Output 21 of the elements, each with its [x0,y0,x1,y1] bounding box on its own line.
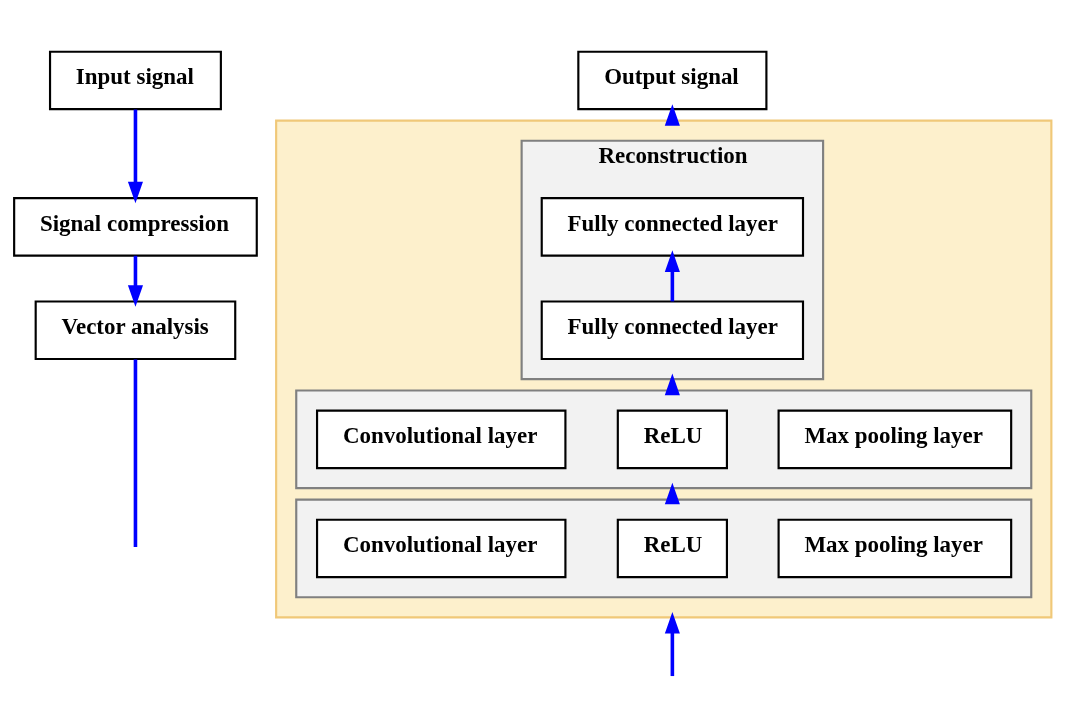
node-box: Input signal [48,50,222,110]
node-box: Vector analysis [34,299,237,360]
node-box: Convolutional layer [316,518,567,578]
arrow [664,103,680,126]
node-box: Signal compression [13,196,258,257]
connector [133,358,138,547]
node-box: ReLU [616,518,728,578]
arrow [664,373,680,395]
arrow [664,611,680,676]
node-box: Output signal [577,50,768,110]
node-box: Convolutional layer [316,409,567,469]
node-box: Fully connected layer [540,299,805,360]
node-box: Max pooling layer [777,518,1013,578]
node-box: ReLU [616,409,728,469]
cluster [275,119,1053,618]
arrow [664,249,680,301]
node-box: Max pooling layer [777,409,1013,469]
arrow [127,109,143,203]
arrow [127,255,143,307]
arrow [664,482,680,504]
node-box: Fully connected layer [540,196,805,257]
